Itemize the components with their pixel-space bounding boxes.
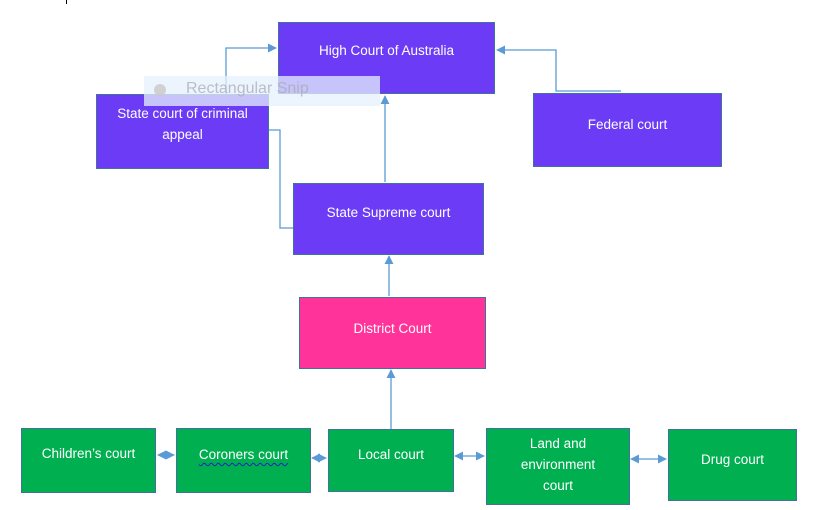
edge-federal-to-high-court — [496, 45, 621, 92]
node-drug-court: Drug court — [668, 429, 797, 501]
node-district-court-label: District Court — [353, 321, 432, 336]
node-state-supreme: State Supreme court — [293, 183, 484, 255]
node-coroners-court: Coroners court — [176, 428, 311, 493]
node-childrens-court-label: Children’s court — [41, 446, 136, 461]
snip-icon — [154, 84, 166, 96]
node-federal-court-label: Federal court — [587, 117, 668, 132]
node-state-supreme-label: State Supreme court — [326, 205, 451, 220]
node-land-environment-court: Land and environment court — [486, 428, 630, 505]
node-drug-court-label: Drug court — [700, 452, 765, 467]
node-local-court: Local court — [328, 429, 454, 492]
node-high-court-label: High Court of Australia — [318, 43, 455, 58]
node-local-court-label: Local court — [357, 447, 425, 462]
text-cursor — [66, 0, 67, 4]
snip-label: Rectangular Snip — [186, 80, 309, 97]
edge-criminal-appeal-to-supreme — [268, 129, 293, 229]
node-district-court: District Court — [299, 297, 486, 369]
node-state-criminal-appeal: State court of criminal appeal — [96, 94, 269, 169]
node-coroners-court-label: Coroners court — [198, 447, 289, 462]
rectangular-snip-overlay: Rectangular Snip — [144, 76, 380, 106]
node-childrens-court: Children’s court — [21, 428, 156, 493]
node-state-criminal-appeal-label: State court of criminal appeal — [117, 106, 248, 142]
node-land-environment-court-label: Land and environment court — [520, 436, 596, 493]
node-federal-court: Federal court — [533, 93, 722, 167]
